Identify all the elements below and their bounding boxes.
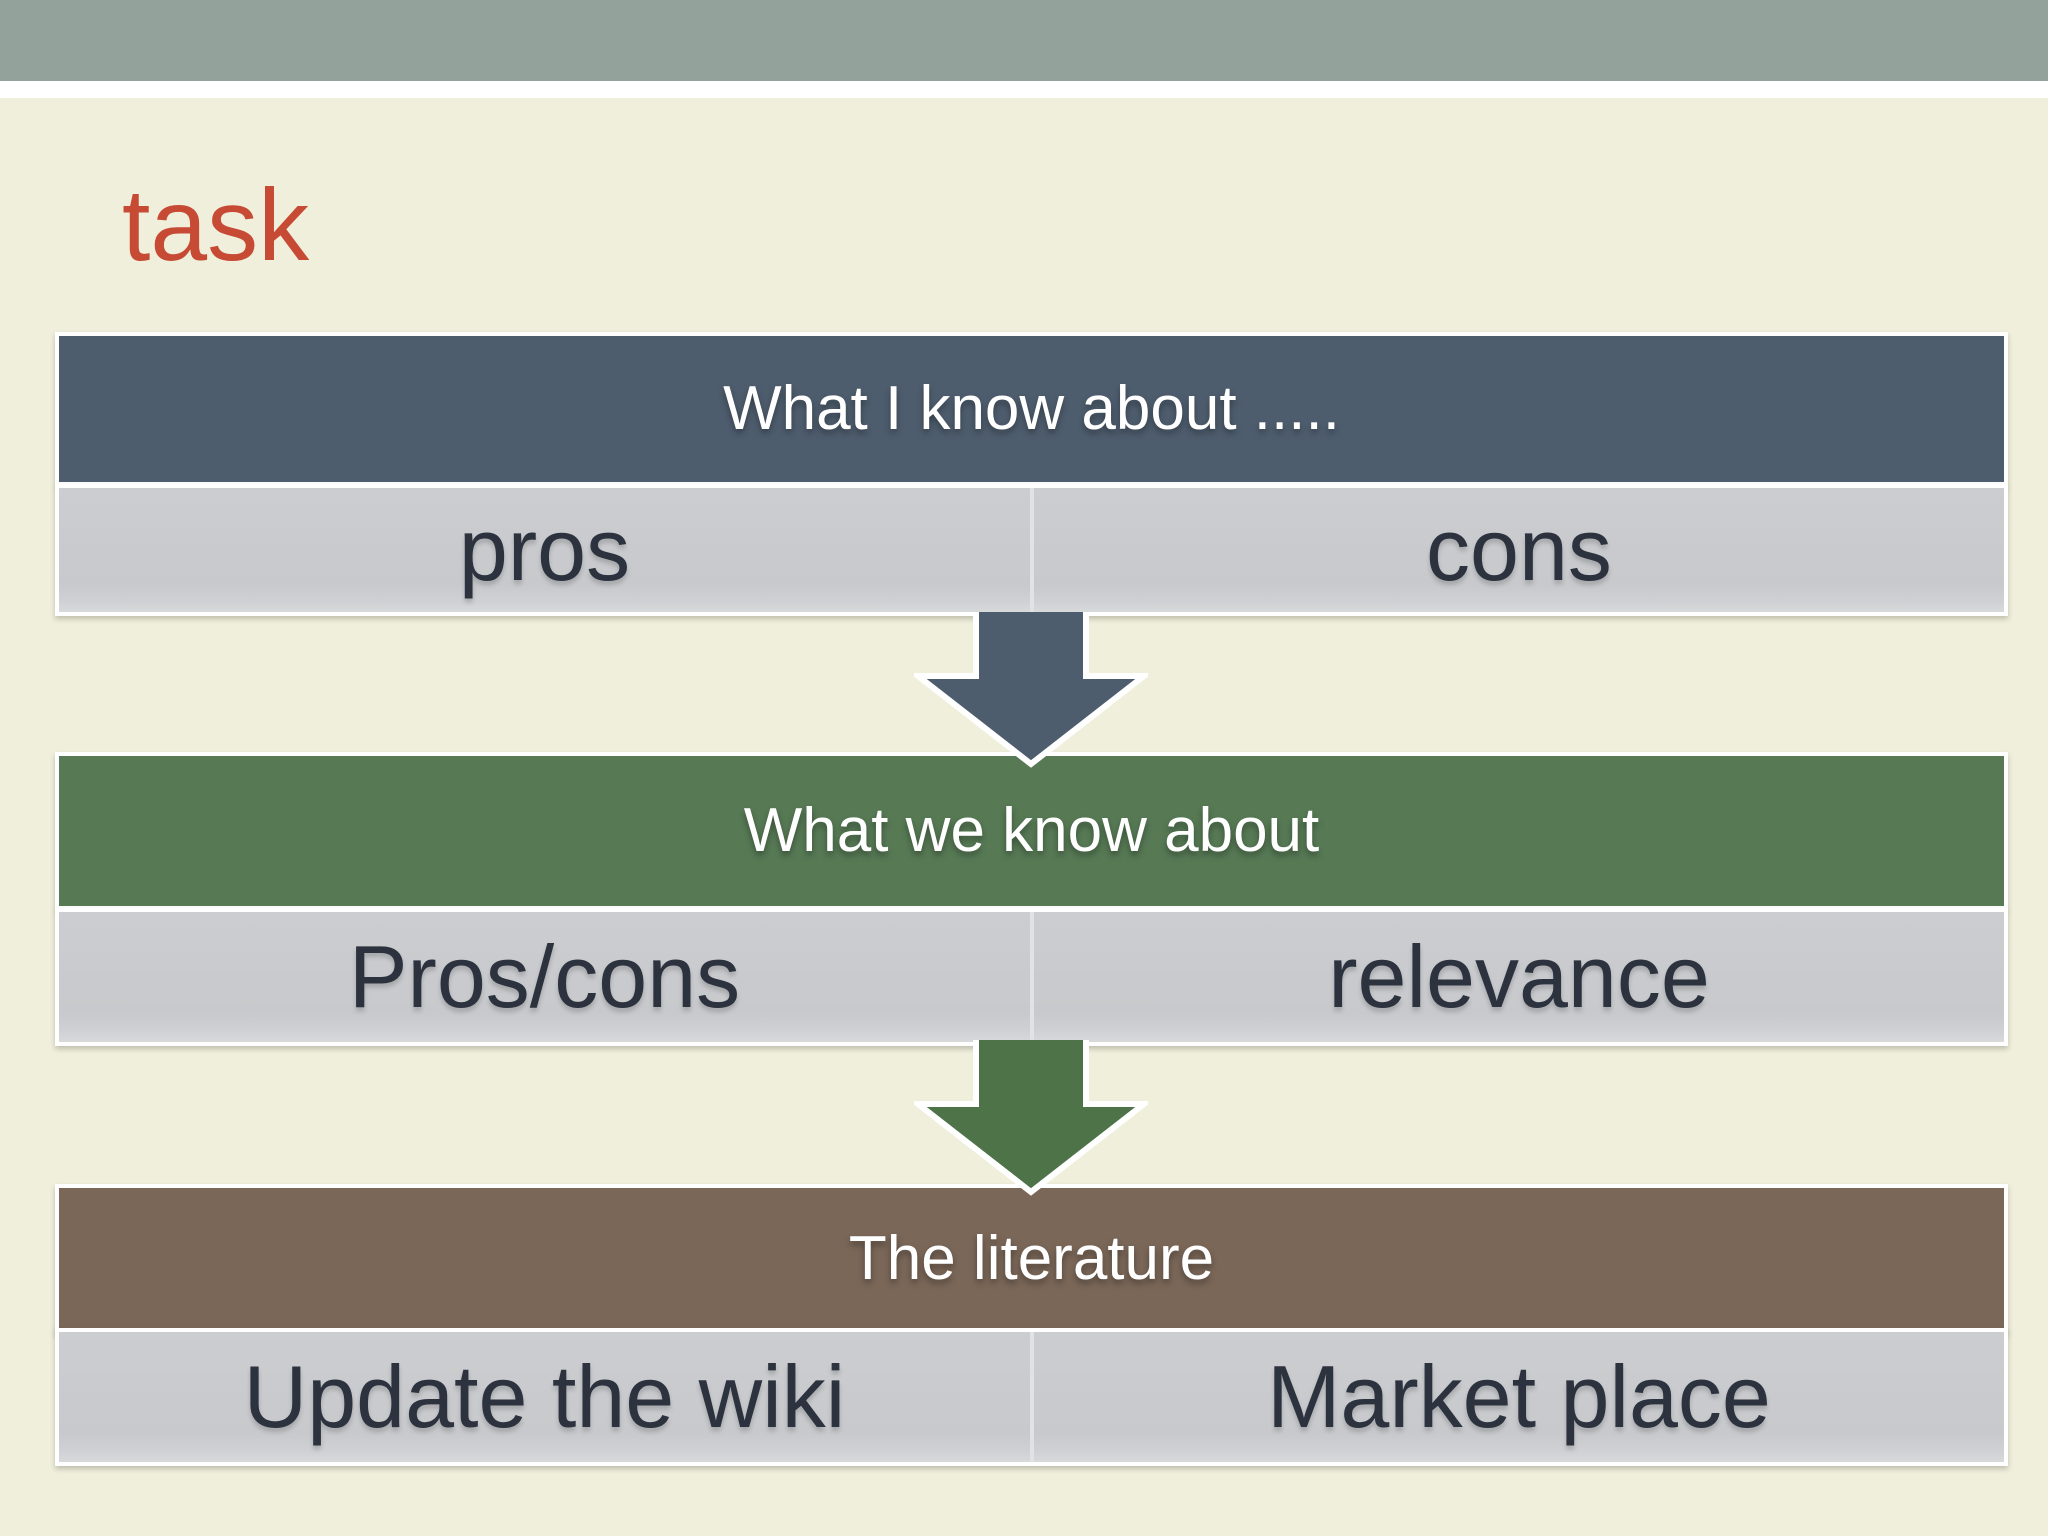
section-2-cell-left-label: Pros/cons	[348, 927, 741, 1026]
cell-divider	[1030, 912, 1034, 1042]
flow-diagram: What I know about ..... pros cons What w…	[55, 332, 2008, 1474]
section-3-cell-right-label: Market place	[1267, 1347, 1771, 1446]
section-3-header-label: The literature	[848, 1224, 1215, 1293]
section-1-header: What I know about .....	[55, 332, 2008, 486]
section-3-header: The literature	[55, 1184, 2008, 1334]
down-arrow-icon	[914, 612, 1148, 768]
section-3-row: Update the wiki Market place	[55, 1328, 2008, 1466]
section-2-row: Pros/cons relevance	[55, 908, 2008, 1046]
section-2-header: What we know about	[55, 752, 2008, 910]
section-2-cell-right: relevance	[1034, 912, 2004, 1042]
section-1-cell-right: cons	[1034, 488, 2004, 612]
section-3-cell-right: Market place	[1034, 1332, 2004, 1462]
section-1-header-label: What I know about .....	[723, 374, 1340, 443]
section-1-row: pros cons	[55, 484, 2008, 616]
cell-divider	[1030, 488, 1034, 612]
slide-title: task	[122, 168, 310, 282]
section-2-header-label: What we know about	[743, 796, 1320, 865]
down-arrow-icon	[914, 1040, 1148, 1196]
section-2-cell-right-label: relevance	[1328, 927, 1710, 1026]
top-accent-bar	[0, 0, 2048, 81]
section-1-cell-left: pros	[59, 488, 1030, 612]
section-3-cell-left: Update the wiki	[59, 1332, 1030, 1462]
section-3-cell-left-label: Update the wiki	[243, 1347, 846, 1446]
section-2-cell-left: Pros/cons	[59, 912, 1030, 1042]
section-1-cell-right-label: cons	[1426, 500, 1612, 599]
section-1-cell-left-label: pros	[458, 500, 631, 599]
cell-divider	[1030, 1332, 1034, 1462]
